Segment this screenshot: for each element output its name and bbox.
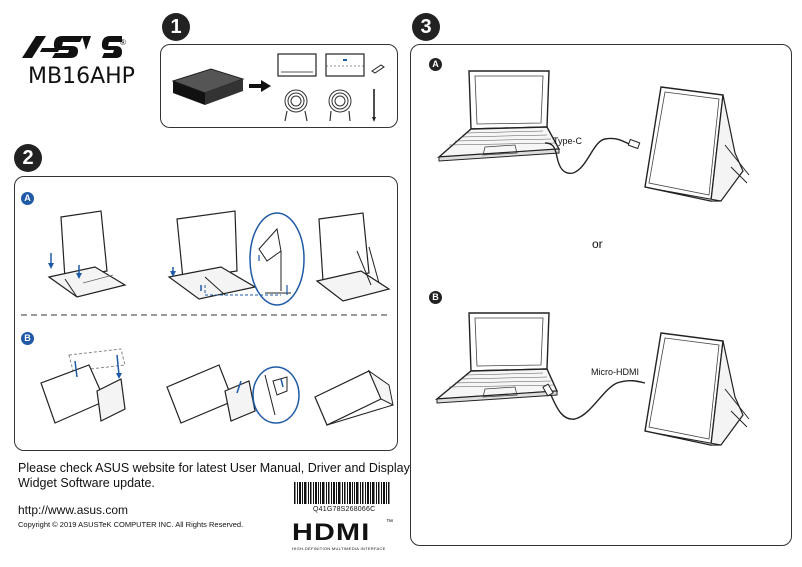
arrow-right-icon: [249, 80, 271, 92]
copyright-text: Copyright © 2019 ASUSTeK COMPUTER INC. A…: [18, 520, 244, 529]
step-2-badge: 2: [14, 144, 42, 172]
step-1-panel: [160, 44, 398, 128]
step-2a-badge: A: [21, 192, 34, 205]
asus-logo-icon: [22, 36, 122, 58]
divider-line: [21, 314, 391, 316]
or-separator: or: [592, 237, 603, 251]
pen-icon: [372, 89, 376, 122]
hdmi-trademark: ™: [386, 519, 393, 526]
notice-line-1: Please check ASUS website for latest Use…: [18, 461, 410, 475]
monitor-icon: [644, 332, 750, 446]
connector-label-micro-hdmi: Micro-HDMI: [591, 367, 639, 377]
laptop-icon: [436, 70, 561, 162]
cable-icon: [542, 380, 646, 420]
step-2-panel: A B: [14, 176, 398, 451]
asus-trademark: ®: [120, 38, 126, 47]
laptop-icon: [434, 312, 559, 404]
hdmi-tagline: HIGH-DEFINITION MULTIMEDIA INTERFACE: [292, 546, 386, 551]
step-3a-badge: A: [429, 58, 442, 71]
stand-icon: [314, 369, 394, 426]
hdmi-logo-text: HDMI: [292, 519, 371, 546]
step-3-badge: 3: [412, 13, 440, 41]
stand-icon: [166, 364, 256, 424]
cable-icon: [544, 137, 641, 174]
connector-dash-icon: [204, 285, 281, 296]
step-3-panel: A Type-C or B: [410, 44, 792, 546]
step-1-badge: 1: [162, 13, 190, 41]
barcode-number: Q41G78S268066C: [313, 506, 376, 513]
zoom-detail-icon: [249, 212, 305, 306]
monitor-icon: [644, 86, 750, 202]
barcode-icon: [294, 482, 390, 504]
notice-line-2: Widget Software update.: [18, 476, 155, 490]
monitor-icon: [277, 53, 317, 77]
step-3b-badge: B: [429, 291, 442, 304]
stand-icon: [315, 212, 391, 302]
sleeve-icon: [325, 53, 365, 77]
step-2b-badge: B: [21, 332, 34, 345]
model-name: MB16AHP: [28, 64, 135, 89]
pen-icon: [371, 64, 385, 74]
cable-icon: [328, 89, 352, 122]
stand-icon: [47, 210, 127, 298]
zoom-detail-icon: [252, 366, 300, 424]
cable-icon: [284, 89, 308, 122]
box-icon: [171, 68, 245, 105]
stand-icon: [40, 348, 126, 424]
connector-label-typec: Type-C: [553, 136, 583, 146]
asus-website-link[interactable]: http://www.asus.com: [18, 503, 129, 517]
